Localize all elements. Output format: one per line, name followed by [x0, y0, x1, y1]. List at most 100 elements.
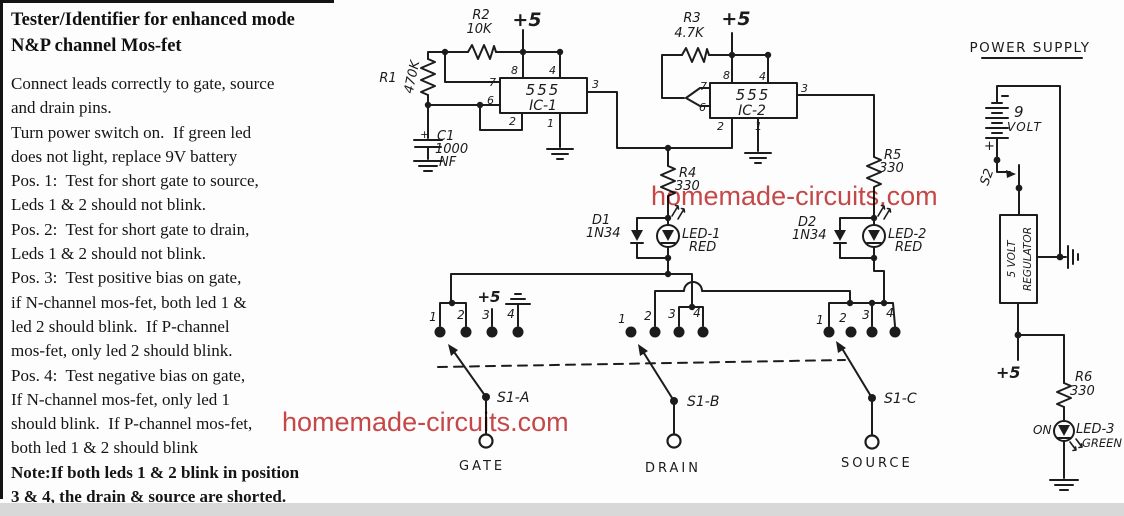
title-line: Tester/Identifier for enhanced mode	[11, 10, 295, 30]
drain-terminal[interactable]	[666, 433, 682, 449]
resistor-r5	[866, 151, 882, 219]
r2-value: 10K	[466, 22, 493, 37]
s1a-arrowhead	[448, 344, 458, 356]
d1-led1-loop	[636, 217, 669, 259]
d2-led2-loop	[839, 217, 875, 259]
instruction-line: Connect leads correctly to gate, source	[11, 74, 275, 93]
s1c-contact-2[interactable]	[845, 326, 857, 338]
source-label: SOURCE	[841, 456, 913, 471]
ic2-pin3: 3	[801, 82, 808, 95]
s2-label: S2	[978, 167, 998, 188]
indicator-stage	[630, 147, 892, 259]
battery-unit: VOLT	[1007, 120, 1043, 134]
resistor-r6	[1056, 382, 1072, 408]
s1b-contact-2[interactable]	[649, 326, 661, 338]
led3-label: LED-3	[1076, 422, 1114, 437]
c1-value: 1000	[435, 142, 468, 157]
led1-label: LED-1	[682, 227, 720, 242]
power-supply-wires	[981, 57, 1083, 491]
s1c-contact-4[interactable]	[889, 326, 901, 338]
d1-value: 1N34	[586, 226, 621, 241]
regulator-label-2: REGULATOR	[1022, 227, 1034, 291]
diode-d2	[834, 230, 846, 241]
plus5-label: +5	[512, 9, 541, 31]
ground-symbol	[546, 148, 574, 160]
regulator-body	[999, 214, 1038, 304]
s1c-contact-3[interactable]	[866, 326, 878, 338]
s1b-contact-3[interactable]	[673, 326, 685, 338]
r3-label: R3	[683, 11, 700, 26]
s1b-contact-1-label: 1	[618, 312, 626, 326]
battery-9v	[985, 102, 1009, 139]
s1b-contact-4[interactable]	[697, 326, 709, 338]
s1c-arrowhead	[836, 341, 846, 353]
instruction-line: mos-fet, only led 2 should blink.	[11, 341, 233, 361]
s1b-contact-2-label: 2	[644, 309, 652, 323]
led2-symbol	[862, 224, 886, 248]
r1-label: R1	[379, 71, 396, 86]
resistor-r2	[467, 44, 497, 60]
s1b-pivot	[670, 397, 678, 405]
instruction-line: does not light, replace 9V battery	[11, 146, 238, 166]
s1a-contact-2[interactable]	[460, 326, 472, 338]
separator-dashed-line	[437, 359, 846, 368]
probe-terminals	[478, 433, 880, 450]
note-line: 3 & 4, the drain & source are shorted.	[11, 487, 287, 507]
resistor-r1	[420, 58, 436, 96]
s1a-contact-1[interactable]	[434, 326, 446, 338]
s1a-pivot	[482, 393, 490, 401]
led2-color: RED	[895, 240, 922, 255]
diode-d1	[631, 230, 643, 241]
s1c-contact-1[interactable]	[823, 326, 835, 338]
ic2-name: IC-2	[738, 103, 766, 119]
s1a-contact-4-label: 4	[507, 307, 515, 321]
ic1-name: IC-1	[529, 98, 557, 114]
ic1-pin7: 7	[489, 76, 496, 89]
s1c-label: S1-C	[884, 391, 917, 407]
r4-value: 330	[675, 179, 700, 194]
led3-color: GREEN	[1082, 436, 1122, 450]
d2-value: 1N34	[792, 228, 827, 243]
on-label: ON	[1033, 423, 1051, 437]
s1a-label: S1-A	[497, 390, 529, 406]
r5-label: R5	[884, 148, 901, 163]
ic1-chip-label: 555	[526, 81, 561, 99]
page-title: Tester/Identifier for enhanced mode N&P …	[11, 7, 334, 59]
ic2-chip-label: 555	[736, 86, 771, 104]
ic2-body	[709, 82, 798, 119]
resistor-r3	[681, 47, 710, 63]
switch-bank-wiring	[437, 257, 896, 368]
note-line: Note:If both leds 1 & 2 blink in positio…	[11, 462, 300, 482]
s1a-arm	[451, 348, 487, 435]
instruction-line: Pos. 1: Test for short gate to source,	[11, 171, 259, 191]
gate-terminal[interactable]	[478, 433, 494, 449]
s1a-contact-3-label: 3	[482, 308, 490, 322]
ic2-pin1: 1	[755, 120, 762, 133]
s1a-contact-3[interactable]	[486, 326, 498, 338]
led1-symbol	[656, 224, 680, 248]
plus5-label: +5	[721, 8, 750, 30]
battery-voltage: 9	[1014, 103, 1024, 121]
instruction-line: both led 1 & 2 should blink	[11, 438, 198, 458]
s1b-arrowhead	[638, 344, 648, 356]
drain-label: DRAIN	[645, 461, 701, 476]
s1c-contact-2-label: 2	[839, 311, 847, 325]
ic1-pin2: 2	[509, 115, 516, 128]
watermark: homemade-circuits.com	[651, 181, 938, 211]
s1c-pivot	[868, 394, 876, 402]
led1-flash-icon	[671, 204, 686, 220]
s1b-arm	[641, 349, 675, 435]
selector-switch-arms	[448, 341, 873, 436]
plus5-label: +5	[477, 288, 500, 306]
source-terminal[interactable]	[864, 434, 880, 450]
instructions-text: Connect leads correctly to gate, source …	[11, 72, 334, 509]
instruction-line: and drain pins.	[11, 98, 112, 118]
instruction-line: Turn power switch on. If green led	[11, 122, 252, 142]
ic2-pin6: 6	[699, 101, 706, 114]
component-labels: R1 470K R2 10K +5 R3 4.7K +5 555 IC-1 55…	[379, 8, 1122, 476]
s1b-contact-1[interactable]	[625, 326, 637, 338]
s1a-contact-4[interactable]	[512, 326, 524, 338]
s1c-contact-1-label: 1	[816, 313, 824, 327]
c1-label: C1	[437, 129, 454, 144]
